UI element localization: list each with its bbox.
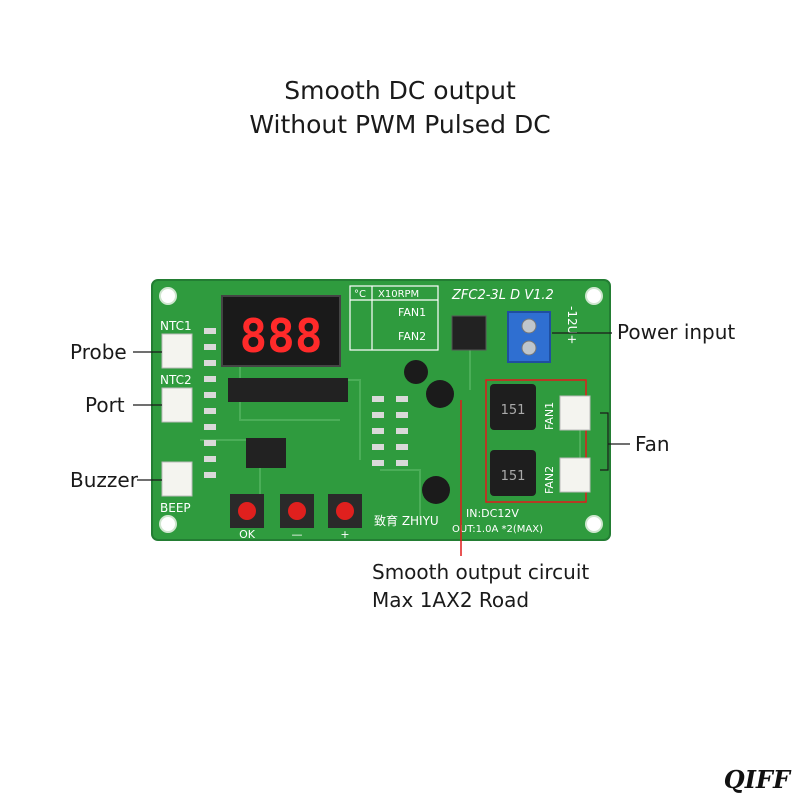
inductor-2-code: 151 [501,469,526,484]
fan1-connector [559,395,591,431]
label-input-spec: IN:DC12V [466,507,519,520]
smd-components [204,328,408,478]
label-fan1-led: FAN1 [398,306,426,319]
callout-port: Port [85,393,125,417]
label-fan2-port: FAN2 [543,466,556,494]
capacitor [426,380,454,408]
callout-smooth-output-line-1: Smooth output circuit [372,560,590,584]
beep-connector [161,461,193,497]
ntc2-connector [161,387,193,423]
callout-buzzer: Buzzer [70,468,138,492]
fan2-connector [559,457,591,493]
label-minus: — [292,528,303,541]
callout-power-input: Power input [617,320,736,344]
mount-hole [159,515,177,533]
ntc1-connector [161,333,193,369]
label-ntc1: NTC1 [160,319,192,333]
label-ntc2: NTC2 [160,373,192,387]
inductor-1 [490,384,536,430]
label-power-voltage: -12U+ [565,306,579,344]
inductor-2 [490,450,536,496]
terminal-screw [521,318,537,334]
mount-hole [159,287,177,305]
mount-hole [585,287,603,305]
button-ok-cap [238,502,256,520]
voltage-regulator [451,315,487,351]
button-minus-cap [288,502,306,520]
label-output-spec: OUT:1.0A *2(MAX) [452,524,543,535]
silkscreen-legend-box [349,285,439,351]
label-brand: 致育 ZHIYU [374,513,439,528]
ic-chip-small [246,438,286,468]
label-unit-celsius: °C [354,289,366,300]
label-fan1-port: FAN1 [543,402,556,430]
callout-smooth-output-line-2: Max 1AX2 Road [372,588,530,612]
mount-hole [585,515,603,533]
label-beep: BEEP [160,501,191,515]
display-digits: 888 [239,309,322,363]
watermark-logo: QIFF [723,765,790,794]
seven-segment-display [221,295,341,367]
label-ok: OK [239,528,256,541]
headline-line-2: Without PWM Pulsed DC [249,110,551,139]
label-fan2-led: FAN2 [398,330,426,343]
callout-lines [133,332,630,481]
callout-fan: Fan [635,432,670,456]
label-model: ZFC2-3L D V1.2 [451,288,554,303]
inductor-1-code: 151 [501,403,526,418]
label-unit-rpm: X10RPM [378,289,419,300]
terminal-screw [521,340,537,356]
button-plus-cap [336,502,354,520]
headline-line-1: Smooth DC output [284,76,516,105]
callout-probe: Probe [70,340,127,364]
ic-chip-wide [228,378,348,402]
smooth-output-region [485,379,587,503]
capacitor [404,360,428,384]
label-plus: + [340,528,349,541]
capacitor [422,476,450,504]
